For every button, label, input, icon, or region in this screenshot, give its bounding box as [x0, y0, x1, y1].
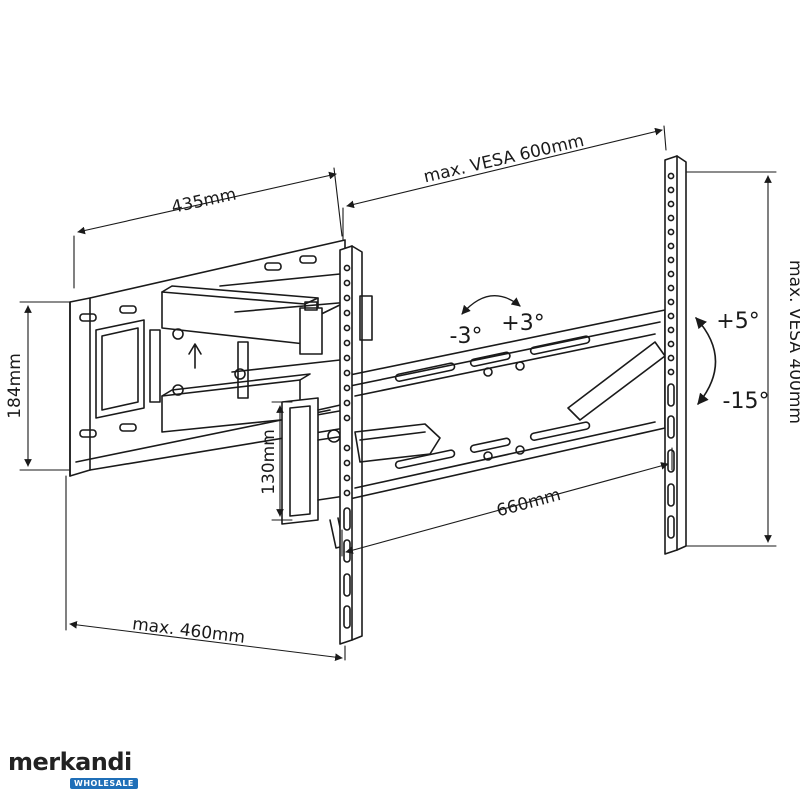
wall-plate-inner-label: 130mm — [259, 429, 279, 495]
logo-tagline: WHOLESALE — [70, 778, 138, 789]
arm-length-label: 435mm — [170, 185, 238, 218]
tilt-up-label: +5° — [716, 309, 759, 334]
center-bracket — [281, 397, 346, 549]
tilt-down-label: -15° — [723, 389, 770, 414]
vesa-width-label: max. VESA 600mm — [422, 131, 586, 187]
tv-bracket-width-label: 660mm — [494, 485, 563, 521]
max-extension-label: max. 460mm — [131, 614, 246, 648]
vertical-bracket-right — [664, 155, 687, 555]
dimension-lines — [19, 125, 777, 661]
wall-plate-height-label: 184mm — [5, 353, 25, 419]
upper-arm — [161, 273, 351, 355]
swivel-arrow-icon — [461, 295, 521, 315]
merkandi-logo: merkandi WHOLESALE — [8, 748, 148, 794]
vesa-height-label: max. VESA 400mm — [785, 260, 800, 424]
tilt-arrow-icon — [695, 317, 717, 405]
swivel-left-label: -3° — [450, 324, 483, 349]
swivel-right-label: +3° — [501, 311, 544, 336]
logo-brand: merkandi — [8, 748, 132, 776]
